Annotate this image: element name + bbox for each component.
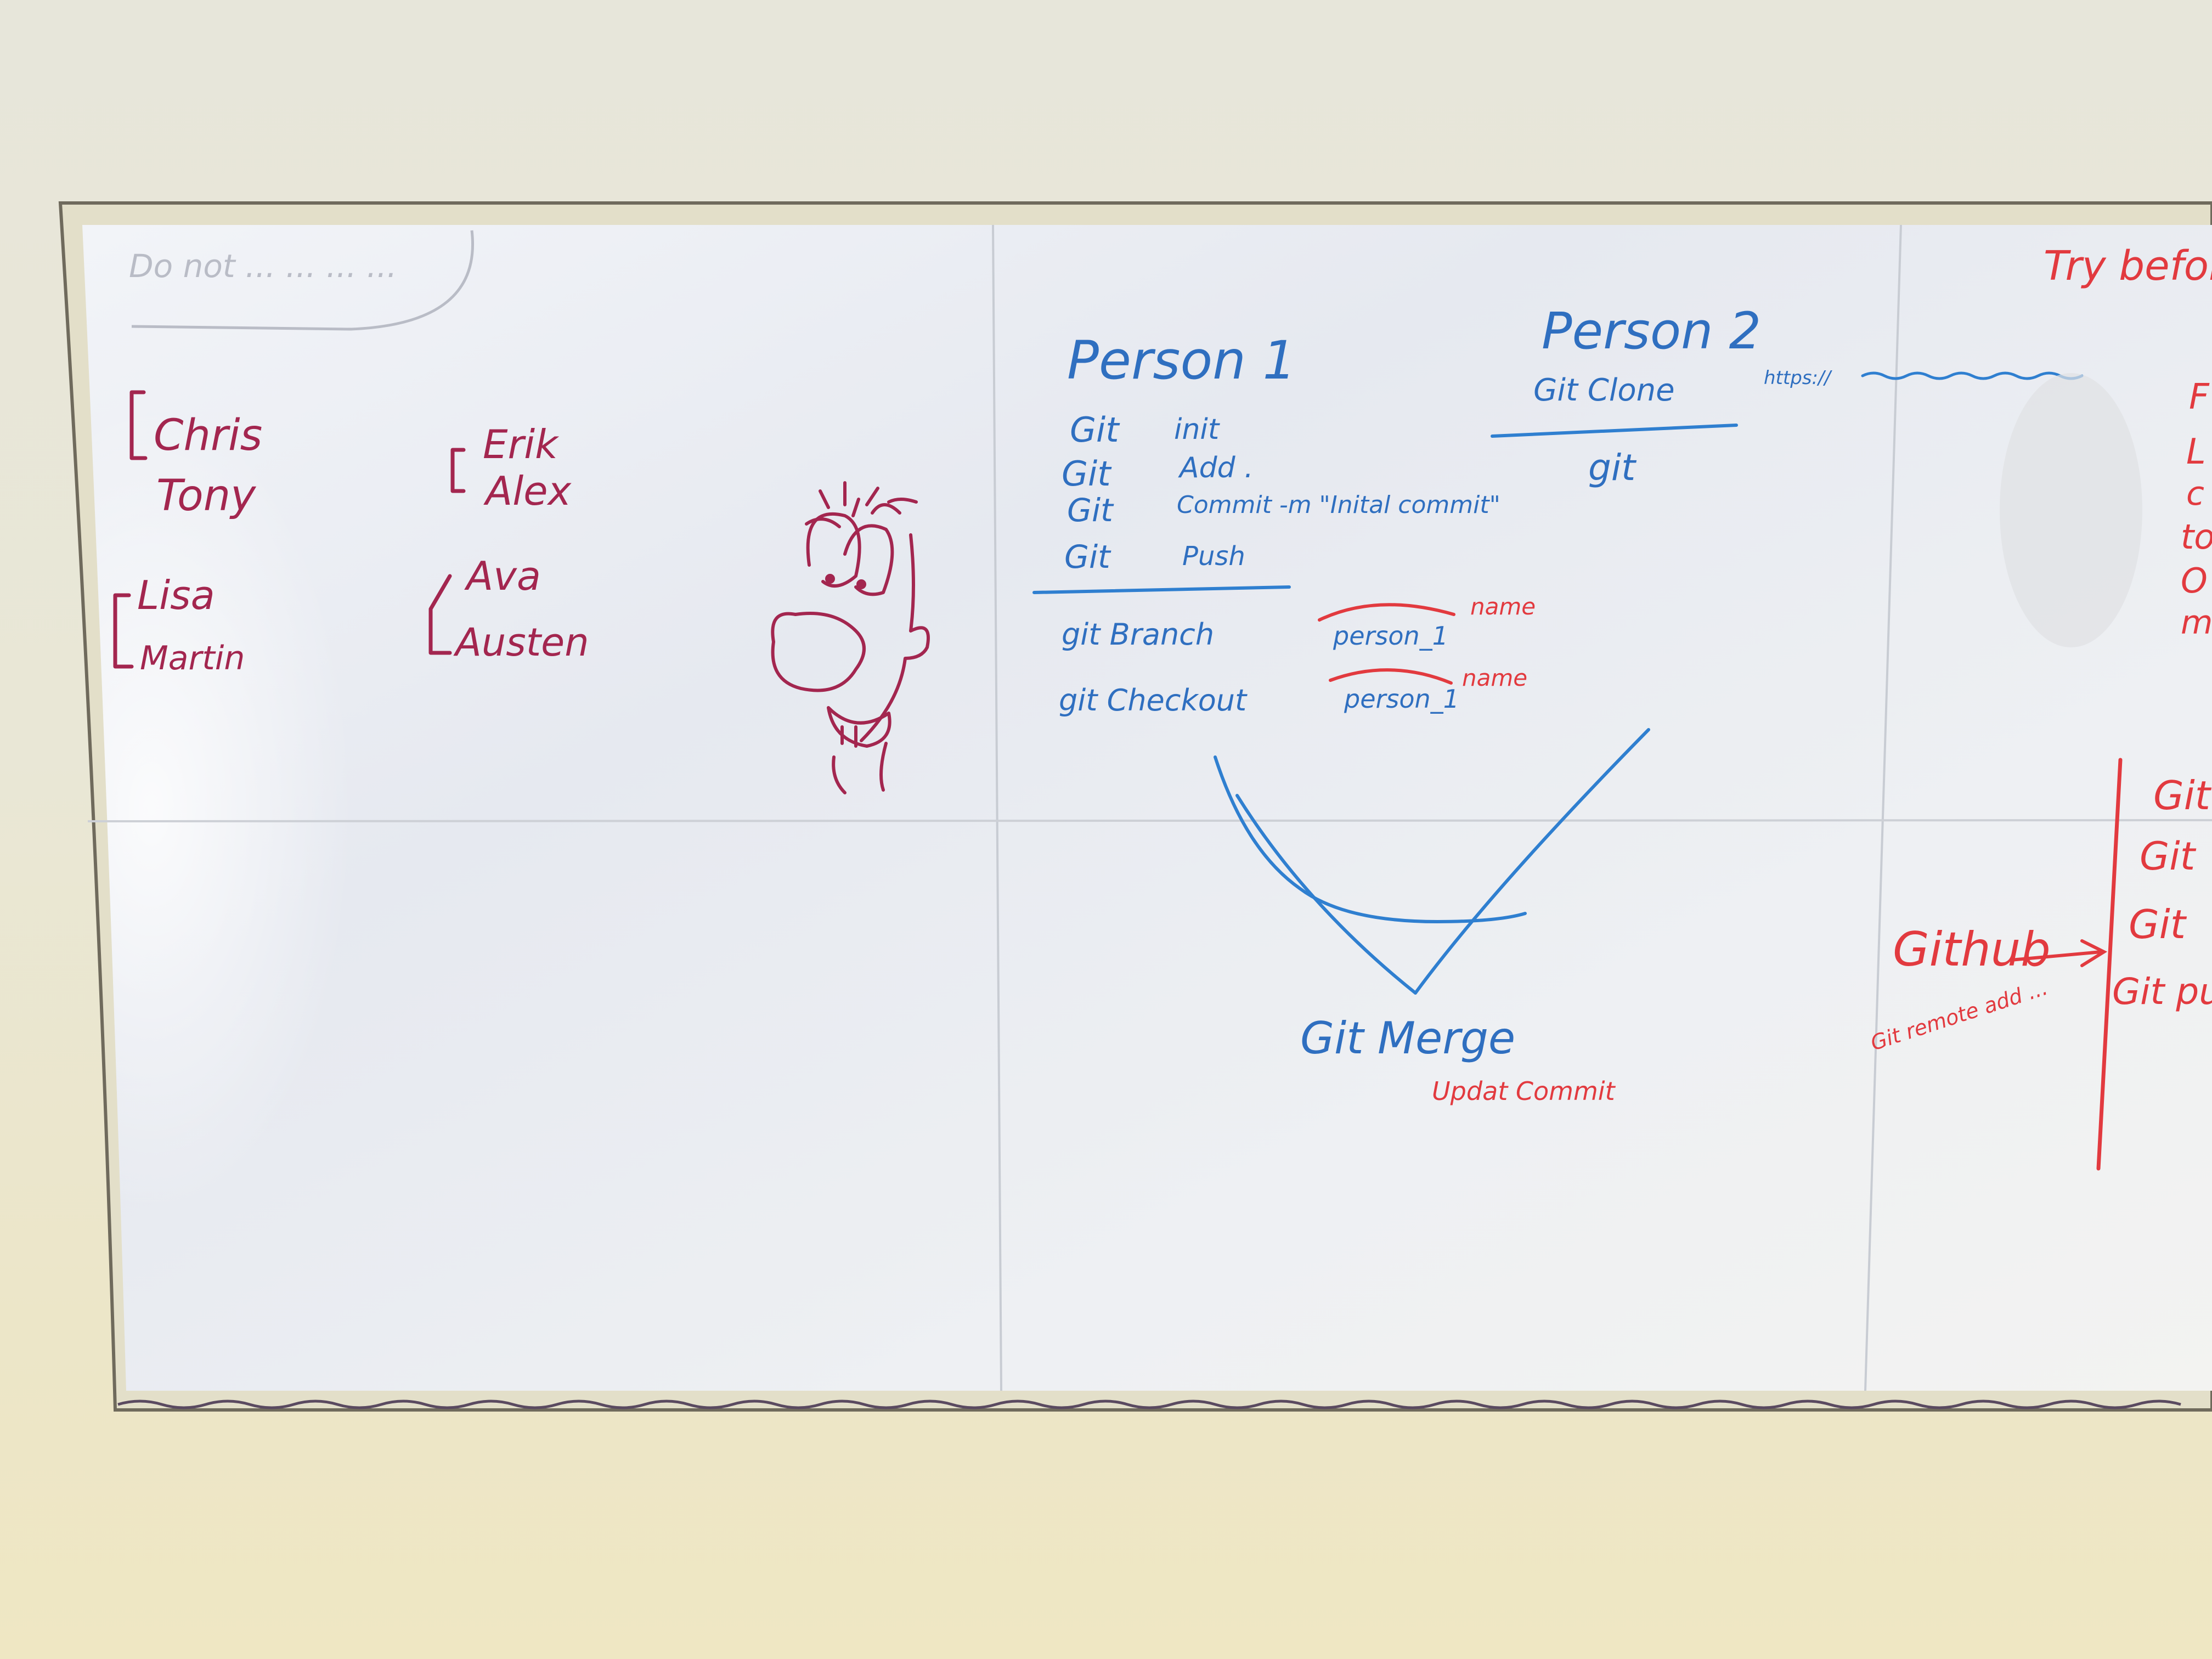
panel-seam-vertical-1 (992, 224, 1002, 1391)
person2-title: Person 2 (1542, 302, 1761, 360)
faded-bracket (131, 230, 474, 331)
name-alex: Alex (483, 468, 572, 514)
panel-seam-horizontal (87, 819, 2212, 822)
checkout-command: git Checkout (1059, 683, 1248, 718)
name-martin: Martin (140, 639, 245, 678)
person2-clone: Git Clone (1533, 373, 1675, 408)
erased-smudge (2000, 373, 2142, 647)
name-tony: Tony (156, 471, 257, 521)
checkout-note: name (1462, 664, 1527, 691)
right-git-3: Git (2129, 901, 2187, 947)
name-austen: Austen (453, 620, 589, 665)
cartoon-face-drawing (771, 481, 930, 794)
right-git-2: Git (2140, 834, 2197, 879)
person1-arg-4: Push (1182, 541, 1245, 572)
name-group-2: Erik Alex (450, 421, 572, 514)
name-group-3: Lisa Martin (113, 572, 245, 678)
person1-cmd-3: Git (1067, 492, 1114, 529)
right-letter-5: O (2181, 561, 2208, 601)
github-label: Github (1893, 922, 2051, 977)
right-letter-4: to (2181, 517, 2212, 557)
person1-arg-1: init (1174, 413, 1220, 446)
faded-note: Do not ... ... ... ... (129, 247, 397, 285)
right-letter-3: c (2186, 475, 2204, 513)
person2-url-squiggle (1861, 371, 2084, 380)
branch-command: git Branch (1062, 617, 1214, 652)
right-letter-6: m (2181, 603, 2212, 642)
merge-lines-drawing (1214, 728, 1650, 995)
right-letter-1: F (2189, 377, 2210, 417)
branch-note: name (1470, 593, 1536, 620)
person1-divider (1032, 585, 1291, 594)
board-bottom-edge (117, 1400, 2181, 1409)
name-lisa: Lisa (137, 572, 215, 618)
person2-url: https:// (1764, 367, 1832, 389)
checkout-arg: person_1 (1344, 684, 1459, 714)
name-group-4: Ava Austen (428, 553, 589, 665)
github-arrow (2009, 939, 2108, 967)
branch-arc (1318, 603, 1455, 622)
name-ava: Ava (464, 553, 541, 599)
merge-label: Git Merge (1300, 1013, 1515, 1064)
right-letter-2: L (2186, 432, 2206, 472)
right-git-4: Git pu (2112, 970, 2212, 1013)
board-glare (82, 225, 658, 1391)
branch-arg: person_1 (1333, 621, 1448, 651)
name-group-1: Chris Tony (129, 390, 262, 521)
person2-git: git (1588, 447, 1637, 489)
right-heading: Try before (2044, 242, 2212, 290)
person1-title: Person 1 (1067, 330, 1296, 391)
person1-cmd-4: Git (1064, 538, 1111, 575)
name-erik: Erik (483, 421, 560, 467)
person2-divider (1491, 424, 1738, 438)
checkout-arc (1329, 668, 1453, 685)
name-chris: Chris (154, 411, 262, 460)
right-git-1: Git (2153, 772, 2212, 819)
panel-seam-vertical-2 (1864, 224, 1902, 1391)
person1-arg-3: Commit -m "Inital commit" (1177, 491, 1500, 519)
merge-note: Updat Commit (1432, 1076, 1616, 1106)
right-vertical-line (2096, 758, 2123, 1171)
person1-arg-2: Add . (1178, 452, 1254, 484)
person1-cmd-1: Git (1070, 410, 1120, 450)
person1-cmd-2: Git (1062, 454, 1112, 494)
